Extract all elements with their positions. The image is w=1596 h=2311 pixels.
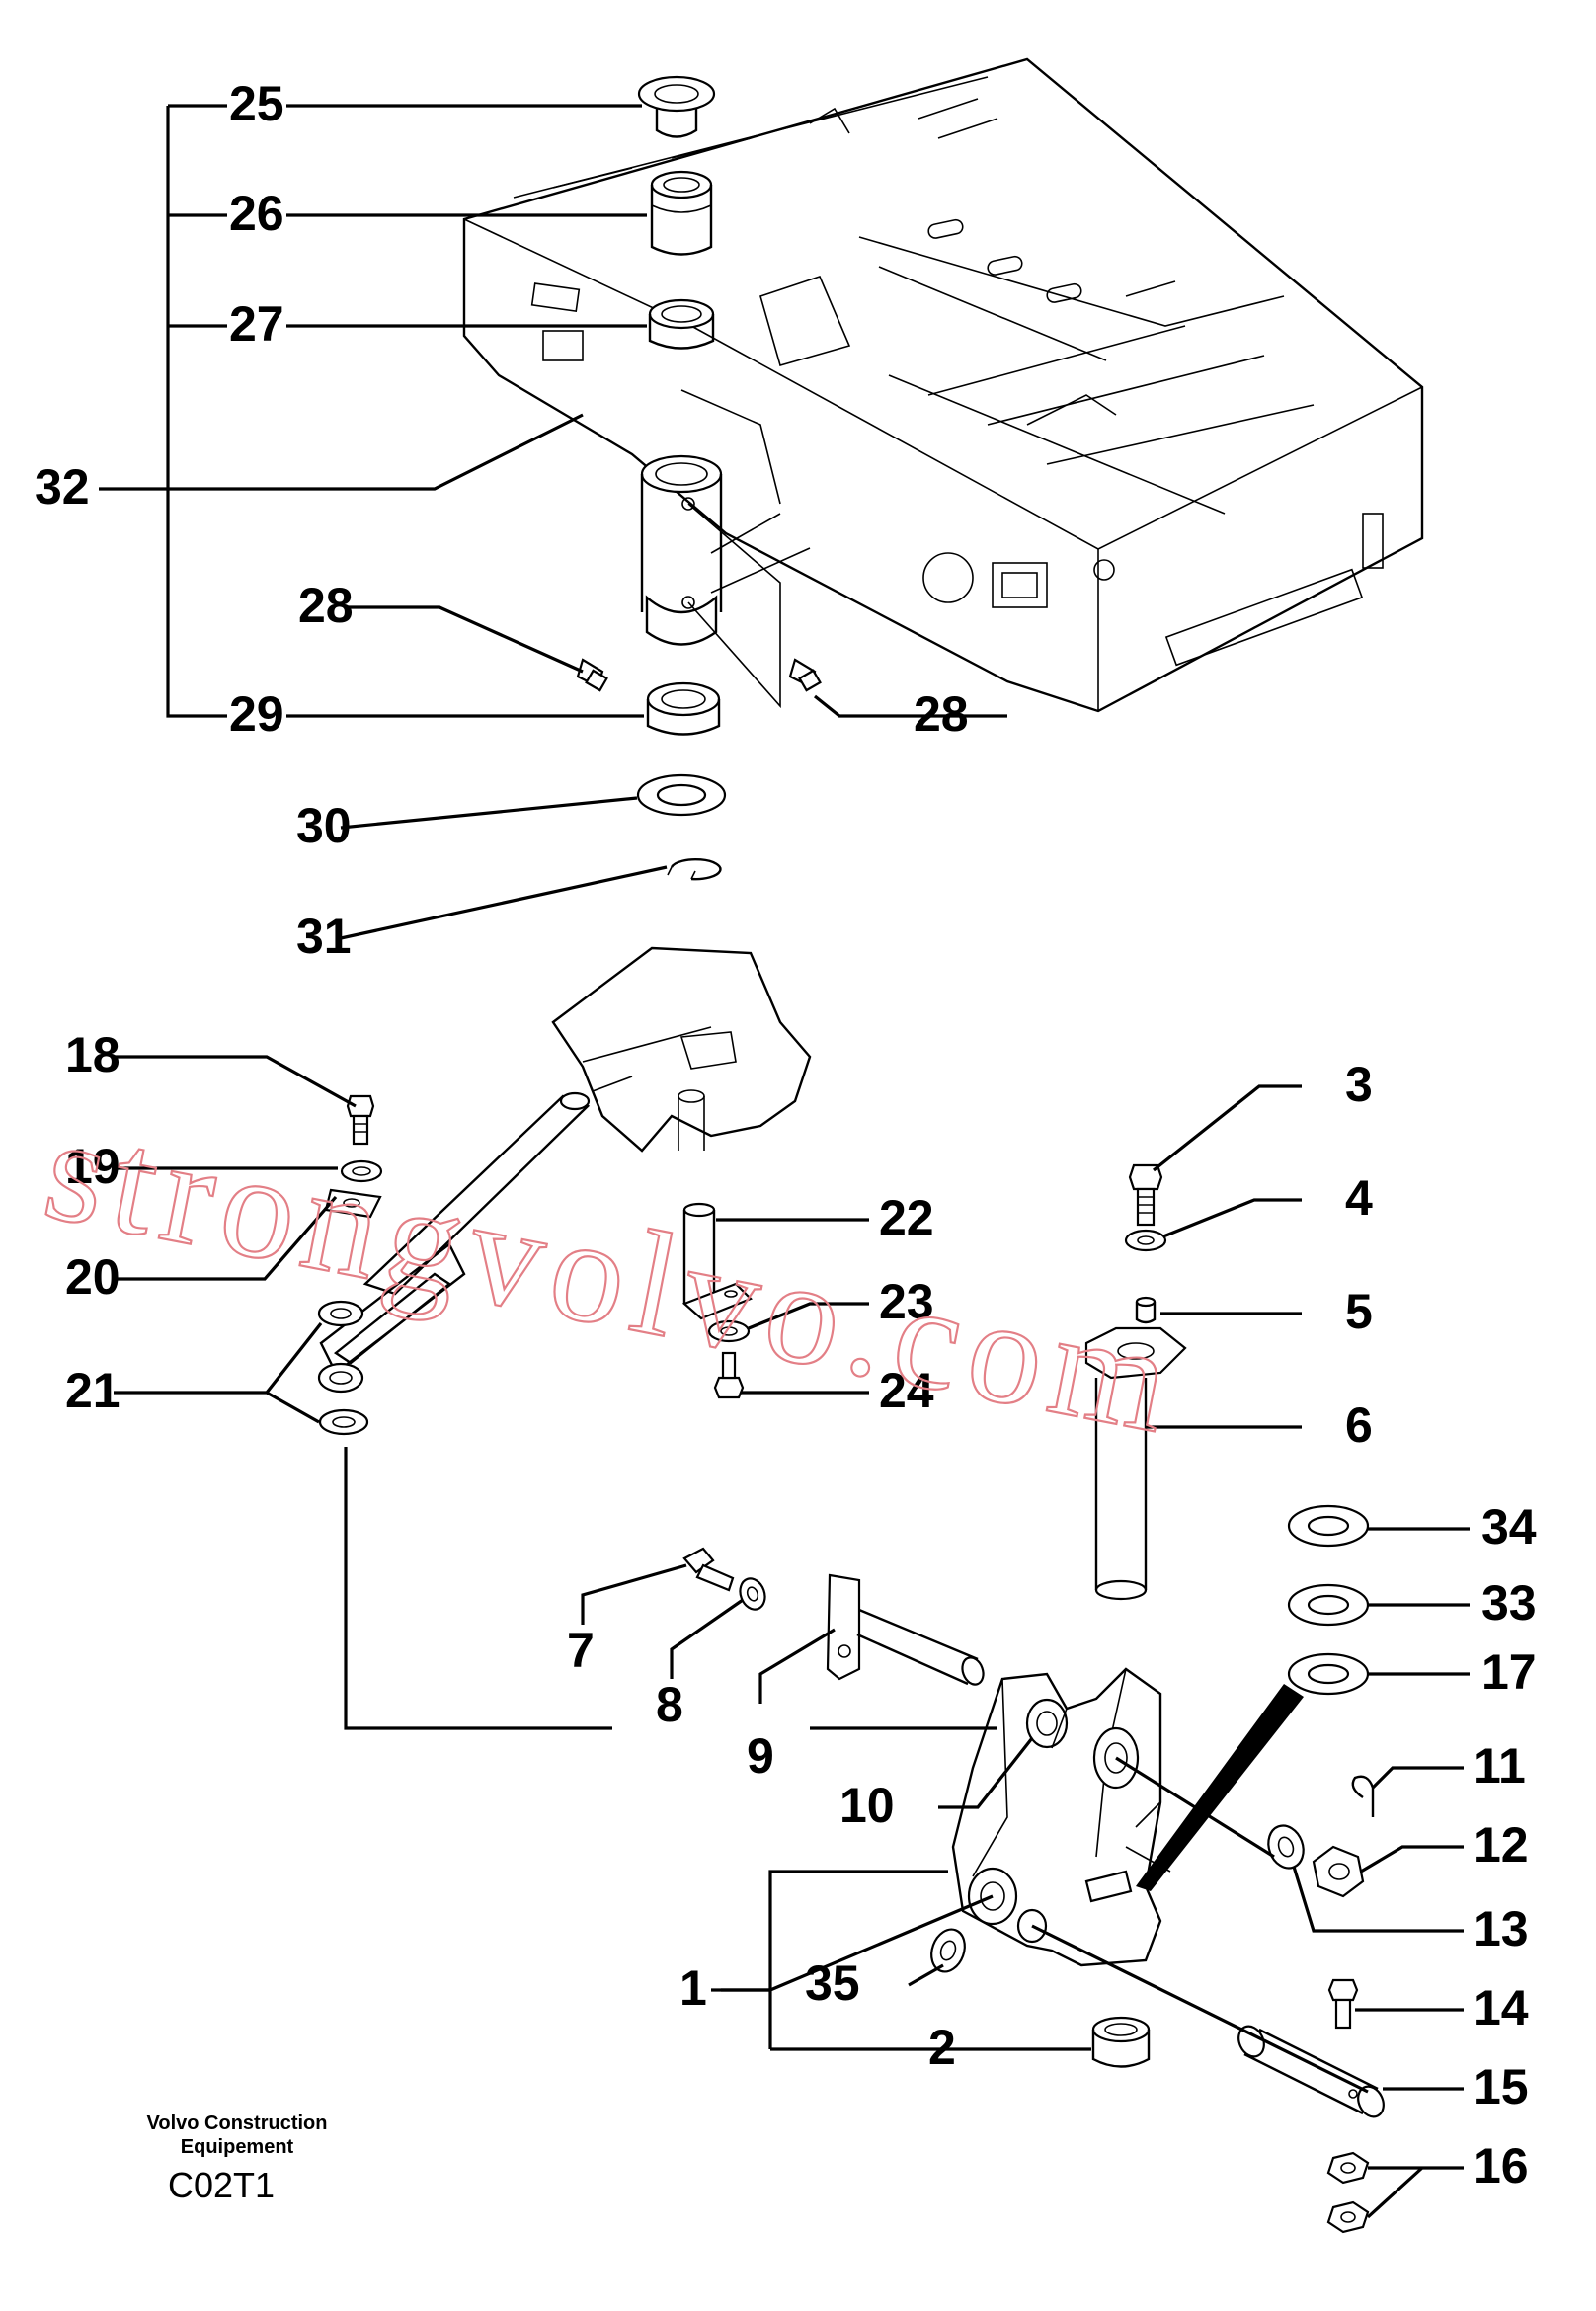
boom-bracket-sketch	[551, 946, 812, 1153]
callout-26: 26	[229, 186, 284, 241]
bolt-14	[1327, 1978, 1359, 2030]
swing-cylinder	[317, 1076, 633, 1394]
callout-19: 19	[65, 1139, 120, 1194]
company-name: Volvo Construction Equipement	[109, 2112, 365, 2159]
callout-17: 17	[1481, 1644, 1537, 1700]
grease-fitting-right	[788, 658, 822, 692]
callout-20: 20	[65, 1249, 120, 1305]
callout-12: 12	[1474, 1817, 1529, 1873]
callout-15: 15	[1474, 2059, 1529, 2114]
callout-22: 22	[879, 1190, 934, 1245]
callout-1: 1	[679, 1960, 707, 2016]
bushing-2	[1091, 2016, 1151, 2068]
drawing-code: C02T1	[168, 2165, 276, 2205]
callout-3: 3	[1345, 1057, 1373, 1112]
nut-12	[1312, 1845, 1365, 1898]
callout-31: 31	[296, 909, 352, 964]
pin-15	[1237, 2025, 1385, 2118]
callout-21: 21	[65, 1363, 120, 1418]
callout-8: 8	[656, 1677, 683, 1732]
nut-16-upper	[1326, 2151, 1370, 2185]
washer-21-lower	[318, 1408, 369, 1436]
washer-19	[340, 1159, 383, 1183]
washer-8	[739, 1577, 766, 1611]
callout-33: 33	[1481, 1575, 1537, 1631]
washer-23	[707, 1319, 751, 1343]
swing-bracket	[951, 1667, 1171, 1967]
bushing-29	[646, 681, 721, 736]
bushing-27	[648, 298, 715, 350]
washer-30	[636, 773, 727, 817]
bolt-3	[1128, 1163, 1163, 1227]
arrow-pointer	[1136, 1684, 1304, 1891]
split-pin-11	[1351, 1775, 1375, 1817]
washer-13	[1267, 1824, 1305, 1870]
leader-lines	[99, 104, 1470, 2219]
bolt-18	[346, 1094, 375, 1146]
callout-18: 18	[65, 1027, 120, 1082]
pivot-housing	[640, 454, 811, 709]
pin-22	[681, 1202, 753, 1320]
shim-17	[1287, 1652, 1370, 1696]
washer-4	[1124, 1229, 1167, 1252]
callout-13: 13	[1474, 1901, 1529, 1956]
dowel-5	[1135, 1296, 1157, 1324]
callout-25: 25	[229, 76, 284, 131]
callout-35: 35	[805, 1955, 860, 2011]
shim-34	[1287, 1504, 1370, 1548]
undercarriage-frame	[462, 57, 1424, 713]
pin-9	[826, 1573, 985, 1686]
washer-21-upper	[317, 1300, 364, 1327]
shim-33	[1287, 1583, 1370, 1627]
washer-35	[930, 1928, 966, 1973]
company-name-line1: Volvo Construction	[146, 2112, 328, 2134]
callout-9: 9	[747, 1728, 774, 1784]
callout-2: 2	[928, 2020, 956, 2075]
company-name-line2: Equipement	[180, 2136, 294, 2158]
callout-30: 30	[296, 798, 352, 853]
callout-24: 24	[879, 1363, 934, 1418]
callout-14: 14	[1474, 1980, 1529, 2035]
bolt-24	[713, 1351, 745, 1399]
callout-23: 23	[879, 1274, 934, 1329]
callout-numbers: 25 26 27 32 28 28 29 30 31 18 19 20 21 2…	[35, 76, 1537, 2193]
callout-34: 34	[1481, 1499, 1537, 1554]
callout-16: 16	[1474, 2138, 1529, 2193]
bushing-26	[650, 170, 713, 256]
nut-16-lower	[1326, 2200, 1370, 2234]
grease-fitting-left	[576, 658, 608, 692]
plate-20	[324, 1188, 382, 1219]
callout-27: 27	[229, 296, 284, 352]
callout-10: 10	[839, 1778, 895, 1833]
callout-11: 11	[1474, 1738, 1526, 1793]
callout-6: 6	[1345, 1397, 1373, 1453]
bushing-25	[637, 75, 716, 138]
watermark-text: strongvolvo.com	[34, 1085, 1192, 1466]
callout-7: 7	[567, 1623, 595, 1678]
callout-29: 29	[229, 686, 284, 742]
circlip-31	[667, 857, 722, 881]
callout-28-right: 28	[914, 686, 969, 742]
callout-4: 4	[1345, 1170, 1373, 1226]
bolt-7	[682, 1547, 735, 1592]
callout-5: 5	[1345, 1284, 1373, 1339]
pin-6	[1084, 1326, 1187, 1601]
callout-28-left: 28	[298, 578, 354, 633]
callout-32: 32	[35, 459, 90, 515]
